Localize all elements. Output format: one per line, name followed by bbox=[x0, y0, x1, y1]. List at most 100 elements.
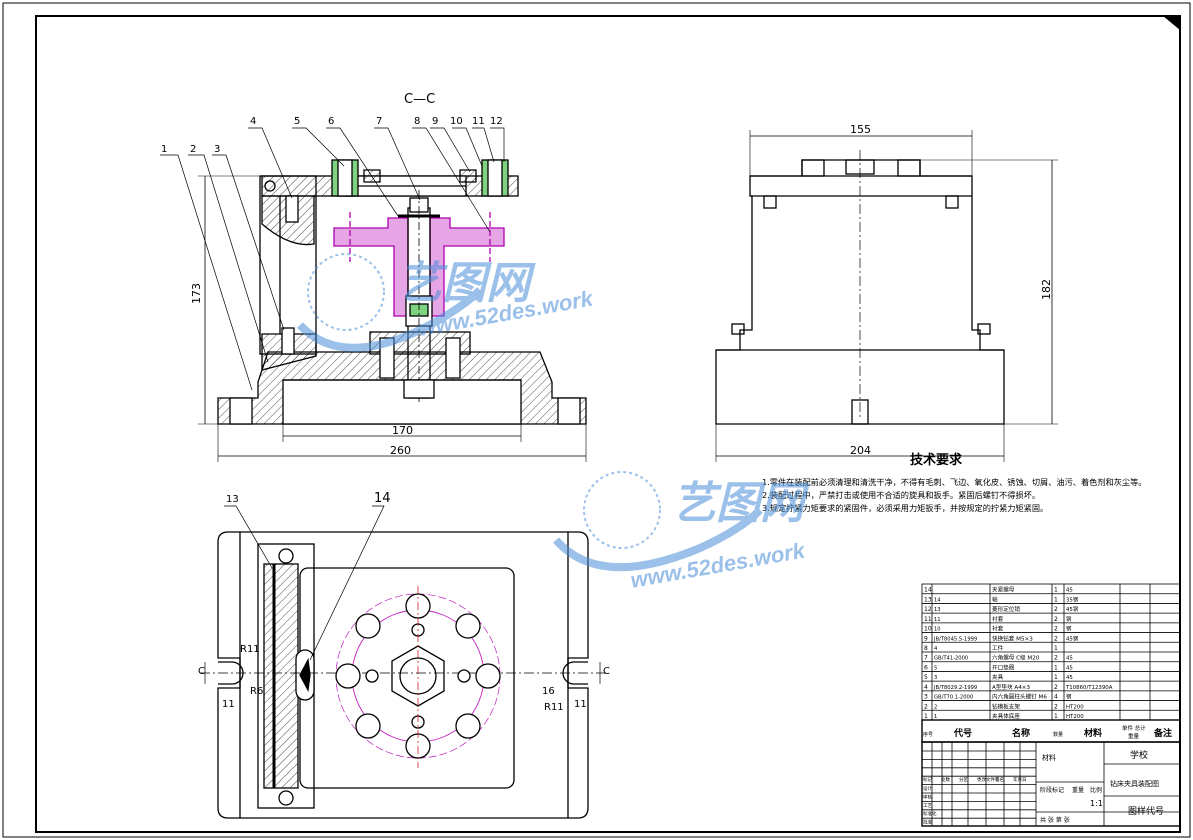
dim-small-right: 16 bbox=[542, 686, 555, 697]
bom-cell: 夹具体底座 bbox=[992, 712, 1020, 720]
dim-11-left: 11 bbox=[222, 699, 235, 710]
bolt-e bbox=[475, 663, 501, 689]
bom-cell: 2 bbox=[1054, 626, 1058, 633]
bom-cell: 45 bbox=[1066, 665, 1073, 671]
bom-cell: 2 bbox=[1054, 655, 1058, 662]
hdr-index: 序号 bbox=[923, 731, 933, 738]
lower-nut bbox=[403, 379, 435, 399]
bom-cell: 1 bbox=[1054, 596, 1058, 603]
bom-cell: A型垫块 A4×3 bbox=[992, 683, 1030, 691]
rev-col-label: 处数 bbox=[941, 776, 950, 783]
rev-col-label: 标记 bbox=[923, 776, 932, 783]
bushing-right-inner bbox=[487, 159, 503, 197]
bom-cell: 45钢 bbox=[1066, 605, 1078, 613]
watermark-cn-2: 艺图网 bbox=[672, 479, 810, 528]
bom-cell: 4 bbox=[1054, 694, 1058, 701]
bom-cell: 10 bbox=[934, 627, 941, 633]
rev-col-label: 年月日 bbox=[1013, 776, 1027, 783]
tb-scale: 1:1 bbox=[1090, 799, 1103, 808]
rev-col-label: 分区 bbox=[959, 776, 968, 783]
bom-cell: 1 bbox=[934, 714, 937, 720]
dim-side-182: 182 bbox=[1040, 279, 1053, 300]
bom-cell: 5 bbox=[924, 674, 928, 681]
side-bolt-left bbox=[763, 195, 777, 209]
hdr-qty: 数量 bbox=[1053, 731, 1063, 738]
leader-13 bbox=[224, 505, 273, 569]
bolt-se bbox=[455, 713, 481, 739]
side-step-left bbox=[801, 159, 825, 177]
role-label: 工艺 bbox=[923, 803, 932, 809]
bom-header-text: 代号 名称 材料 单件 总计 重量 备注 序号 数量 bbox=[923, 724, 1172, 740]
bom-cell: 35钢 bbox=[1066, 595, 1078, 603]
tech-item-2: 2.装配过程中，严禁打击或使用不合适的旋具和扳手。紧固后螺钉不得损坏。 bbox=[762, 490, 1040, 500]
callout-9: 9 bbox=[432, 116, 438, 127]
leader-14 bbox=[309, 505, 385, 661]
front-callouts: 1 2 3 4 5 6 7 8 9 10 11 12 173 170 260 bbox=[161, 116, 503, 457]
callout-4: 4 bbox=[250, 116, 256, 127]
leader-3 bbox=[212, 154, 285, 331]
dim-side-204: 204 bbox=[850, 444, 871, 457]
inner-frame bbox=[35, 15, 1181, 833]
hdr-remark: 备注 bbox=[1153, 727, 1172, 739]
watermark-logo-swoosh-2 bbox=[552, 507, 763, 572]
bom-cell: 2 bbox=[1054, 616, 1058, 623]
top-column-hatch bbox=[263, 563, 299, 789]
bom-cell: 开口垫圈 bbox=[992, 663, 1015, 671]
leader-10 bbox=[452, 127, 483, 167]
hdr-name: 名称 bbox=[1012, 727, 1030, 739]
bom-cell: 4 bbox=[934, 646, 938, 652]
dim-front-height: 173 bbox=[190, 283, 203, 304]
leader-5 bbox=[292, 127, 345, 167]
bom-cell: 夹具 bbox=[992, 673, 1004, 681]
title-block bbox=[921, 741, 1181, 827]
bushing-screw-right bbox=[459, 169, 477, 183]
callout-6: 6 bbox=[328, 116, 334, 127]
tb-stage: 阶段标记 bbox=[1040, 786, 1064, 794]
tb-ratio: 比例 bbox=[1090, 786, 1102, 794]
bom-cell: 钢 bbox=[1066, 693, 1071, 701]
callout-14: 14 bbox=[374, 491, 391, 506]
top-slot-arrow bbox=[299, 657, 311, 693]
side-lower-bolt-left bbox=[731, 323, 745, 335]
bom-cell: 工件 bbox=[992, 644, 1004, 652]
hdr-mass: 重量 bbox=[1128, 732, 1140, 740]
hdr-code: 代号 bbox=[953, 727, 972, 739]
front-section-view: C—C bbox=[160, 92, 587, 462]
leader-8 bbox=[412, 127, 491, 233]
tb-material: 材料 bbox=[1042, 753, 1056, 762]
bom-cell: T10860/T12390A bbox=[1065, 685, 1113, 691]
top-view-labels: 13 14 R11 R11 11 11 R6 16 C C bbox=[198, 491, 610, 713]
leader-4 bbox=[248, 127, 293, 199]
leader-2 bbox=[188, 154, 269, 363]
tech-requirements: 技术要求 1.零件在装配前必须清理和清洗干净，不得有毛刺、飞边、氧化皮、锈蚀、切… bbox=[762, 452, 1146, 513]
bom-cell: 衬套 bbox=[992, 615, 1004, 623]
callout-2: 2 bbox=[190, 144, 196, 155]
tb-drawing-no: 图样代号 bbox=[1128, 805, 1164, 817]
leader-7 bbox=[374, 127, 421, 201]
leader-12 bbox=[490, 127, 505, 162]
watermark-url-2: www.52des.work bbox=[629, 537, 809, 593]
side-lower-bolt-right bbox=[977, 323, 991, 335]
leader-6 bbox=[326, 127, 399, 217]
column-bolt-bottom bbox=[281, 327, 295, 355]
side-base-slot bbox=[851, 399, 869, 425]
bolt-ne bbox=[455, 613, 481, 639]
dim-front-260: 260 bbox=[390, 444, 411, 457]
watermark-2: 艺图网 www.52des.work bbox=[552, 471, 810, 593]
bom-cell: 菱形定位销 bbox=[992, 605, 1020, 613]
bom-cell: 12 bbox=[924, 606, 932, 613]
side-bushing bbox=[845, 159, 875, 175]
column-pin bbox=[264, 180, 276, 192]
bom-cell: 1 bbox=[1054, 713, 1058, 720]
dim-front-170: 170 bbox=[392, 424, 413, 437]
leader-9 bbox=[430, 127, 471, 173]
bom-cell: 10 bbox=[924, 626, 932, 633]
side-view bbox=[715, 130, 1058, 462]
bom-cell: 8 bbox=[924, 645, 928, 652]
bolt-sw bbox=[355, 713, 381, 739]
base-recess bbox=[282, 379, 522, 425]
top-outline bbox=[217, 531, 589, 819]
section-label: C—C bbox=[404, 92, 435, 107]
